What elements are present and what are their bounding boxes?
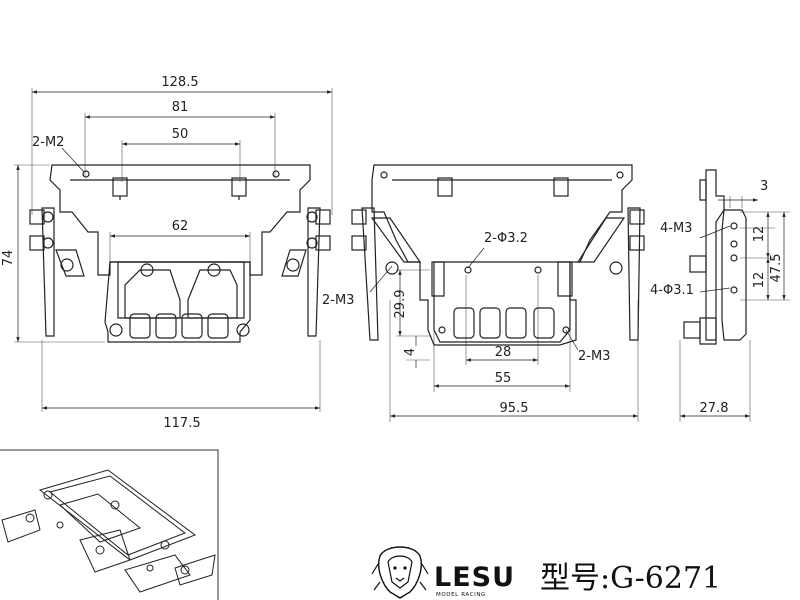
hole-callout-left: 2-M3 bbox=[322, 293, 354, 308]
dim-pitch-upper: 12 bbox=[752, 226, 767, 243]
dim-top-offset: 3 bbox=[760, 179, 768, 194]
dim-depth: 27.8 bbox=[700, 401, 729, 416]
front-view bbox=[14, 88, 333, 412]
dim-base-width: 117.5 bbox=[163, 416, 200, 431]
model-label: 型号:G-6271 bbox=[540, 561, 721, 596]
brand-subtitle: MODEL RACING bbox=[436, 592, 486, 598]
dim-plate-width: 62 bbox=[172, 219, 189, 234]
middle-view bbox=[351, 164, 645, 422]
dim-inner-spacing: 50 bbox=[172, 127, 189, 142]
dim-pitch-lower: 12 bbox=[752, 272, 767, 289]
lion-logo-icon bbox=[371, 546, 429, 599]
isometric-inset bbox=[0, 449, 219, 600]
dim-mid-offset: 4 bbox=[403, 348, 418, 356]
hole-callout-right: 2-M3 bbox=[578, 349, 610, 364]
side-view bbox=[679, 169, 790, 422]
dim-slot-height: 47.5 bbox=[769, 254, 784, 283]
dim-height: 74 bbox=[1, 250, 16, 267]
hole-callout-top: 2-Φ3.2 bbox=[484, 231, 528, 246]
dim-hole-spacing: 28 bbox=[495, 345, 512, 360]
dim-mount-spacing: 81 bbox=[172, 100, 189, 115]
hole-callout-front: 2-M2 bbox=[32, 135, 64, 150]
dim-mid-height: 29.9 bbox=[393, 290, 408, 319]
hole-callout-lower: 4-Φ3.1 bbox=[650, 283, 694, 298]
brand-name: LESU bbox=[434, 562, 515, 593]
hole-callout-upper: 4-M3 bbox=[660, 221, 692, 236]
dim-overall-width: 128.5 bbox=[161, 75, 198, 90]
dim-mid-base-width: 95.5 bbox=[500, 401, 529, 416]
dim-mid-plate-width: 55 bbox=[495, 371, 512, 386]
